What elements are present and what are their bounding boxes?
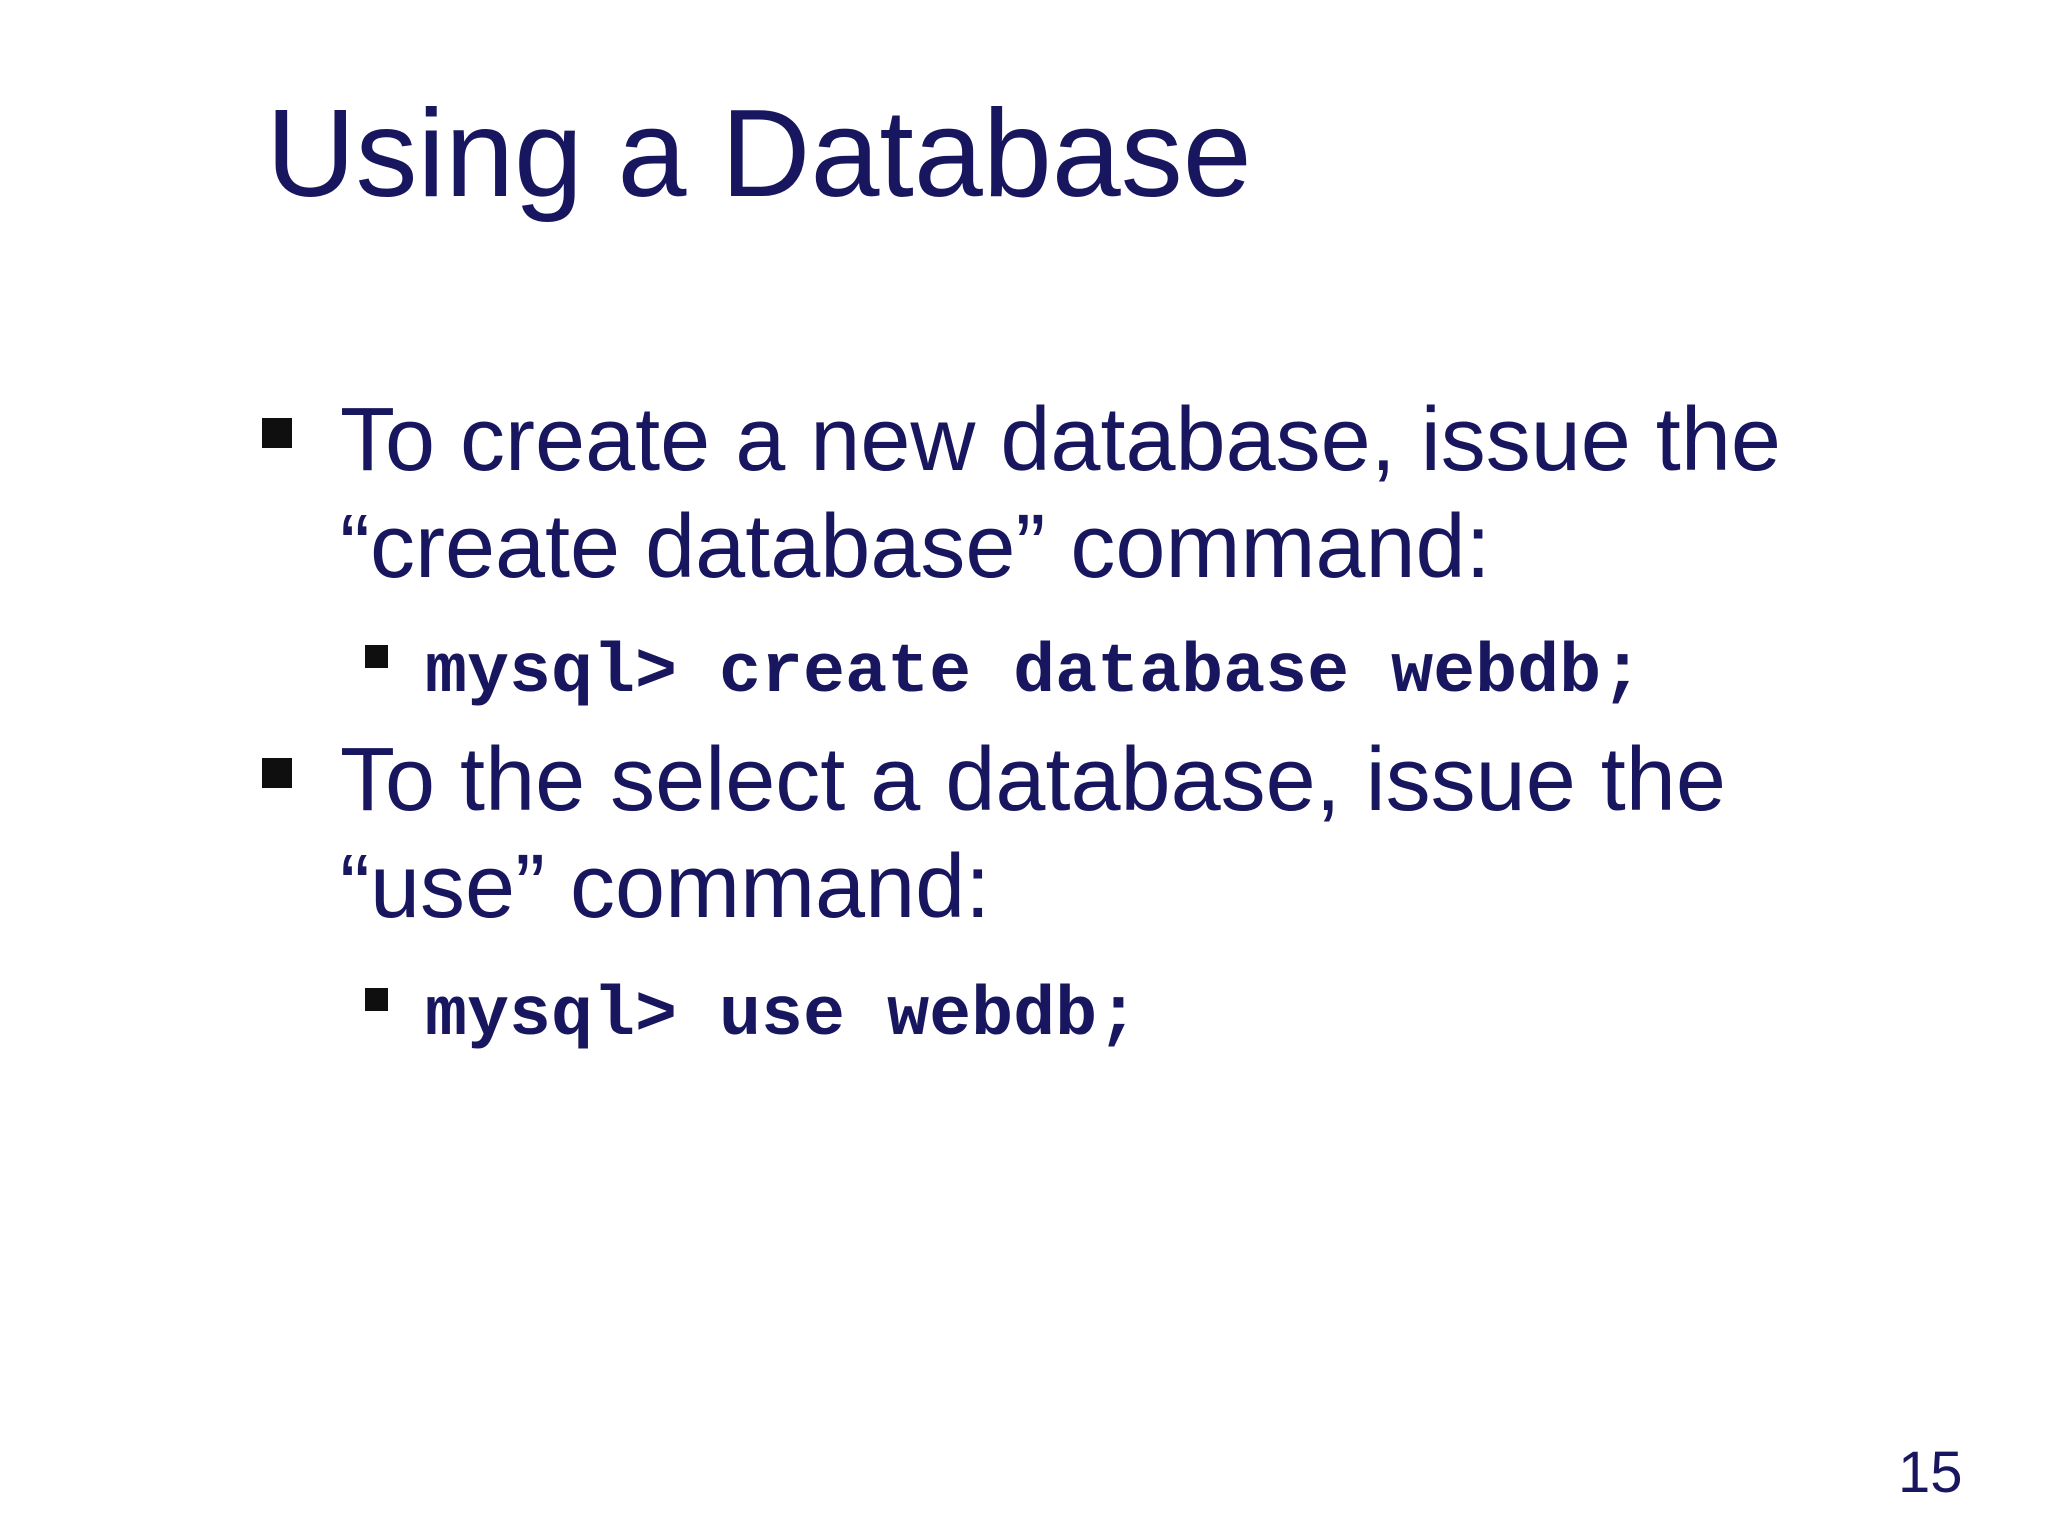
- bullet-item-1-line-1: To create a new database, issue the: [340, 390, 1781, 490]
- bullet-item-2-line-2: “use” command:: [340, 837, 991, 937]
- bullet-item-1-text: To create a new database, issue the “cre…: [340, 387, 1781, 601]
- page-number: 15: [1898, 1440, 1963, 1505]
- square-bullet-icon: [365, 645, 388, 668]
- code-bullet-2-text: mysql> use webdb;: [425, 977, 1140, 1056]
- slide-title: Using a Database: [266, 85, 1252, 223]
- square-bullet-icon: [365, 988, 388, 1011]
- code-bullet-2: mysql> use webdb;: [365, 965, 1925, 1069]
- bullet-item-2: To the select a database, issue the “use…: [262, 727, 1902, 941]
- bullet-item-1-line-2: “create database” command:: [340, 497, 1491, 597]
- code-bullet-1-text: mysql> create database webdb;: [425, 634, 1644, 713]
- bullet-item-1: To create a new database, issue the “cre…: [262, 387, 1902, 601]
- square-bullet-icon: [262, 418, 292, 448]
- bullet-item-2-line-1: To the select a database, issue the: [340, 730, 1726, 830]
- bullet-item-2-text: To the select a database, issue the “use…: [340, 727, 1726, 941]
- code-bullet-1: mysql> create database webdb;: [365, 622, 1925, 726]
- square-bullet-icon: [262, 758, 292, 788]
